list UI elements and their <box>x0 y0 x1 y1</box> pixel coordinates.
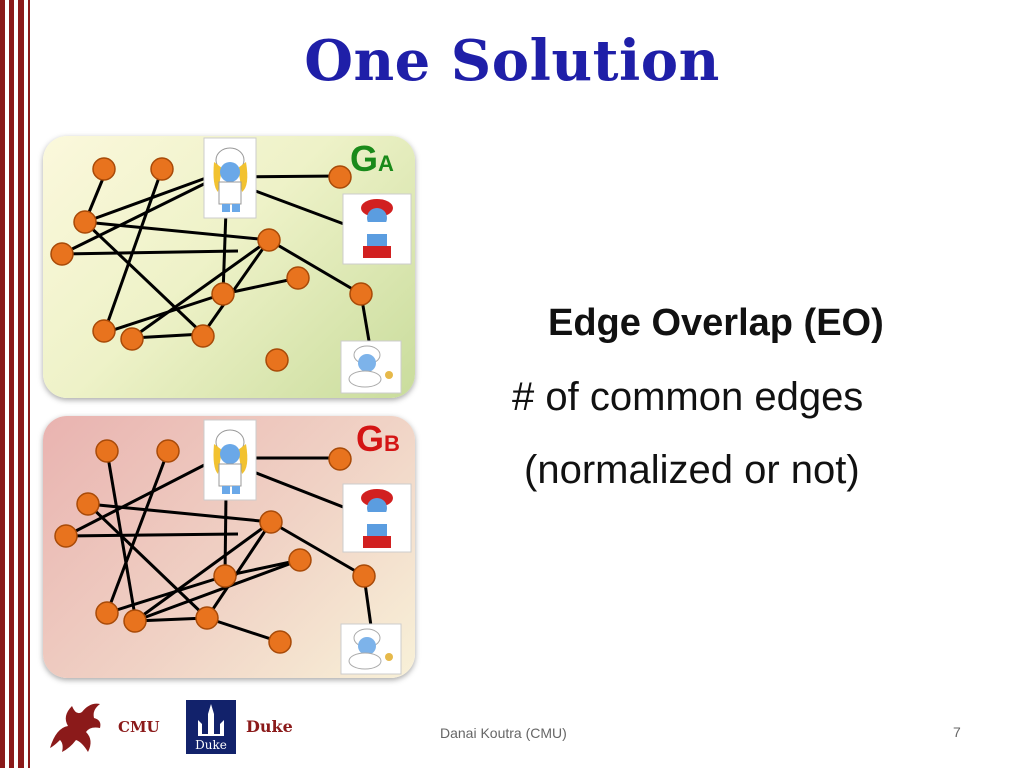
graph-b-edges <box>65 450 373 644</box>
graph-a-panel <box>43 136 415 398</box>
side-bar-1 <box>0 0 5 768</box>
duke-logo-mark: Duke <box>195 738 227 752</box>
slide-title: One Solution <box>304 28 720 94</box>
graph-a-svg <box>50 137 412 394</box>
graph-a-nodes <box>50 157 373 372</box>
smurfette-icon <box>203 419 257 501</box>
duke-label: Duke <box>246 717 293 736</box>
cmu-label: CMU <box>118 718 160 736</box>
edge-overlap-heading: Edge Overlap (EO) <box>548 302 884 344</box>
baby-smurf-icon <box>340 623 402 675</box>
footer-author: Danai Koutra (CMU) <box>440 725 567 741</box>
side-bar-2 <box>9 0 14 768</box>
side-bar-4 <box>28 0 30 768</box>
graph-b-nodes <box>54 439 376 654</box>
griffin-logo-icon <box>50 703 101 752</box>
duke-chapel-logo-icon: Duke <box>186 700 236 754</box>
smurfette-icon <box>203 137 257 219</box>
graph-b-panel <box>43 416 415 678</box>
edge-overlap-line-2: (normalized or not) <box>524 448 860 492</box>
papa-smurf-icon <box>342 483 412 553</box>
baby-smurf-icon <box>340 340 402 394</box>
page-number: 7 <box>953 724 961 740</box>
papa-smurf-icon <box>342 193 412 265</box>
edge-overlap-line-1: # of common edges <box>512 375 864 419</box>
graph-a-label: GA <box>350 138 394 179</box>
side-bar-3 <box>18 0 24 768</box>
graph-b-label: GB <box>356 418 400 459</box>
graph-b-svg <box>54 419 412 675</box>
